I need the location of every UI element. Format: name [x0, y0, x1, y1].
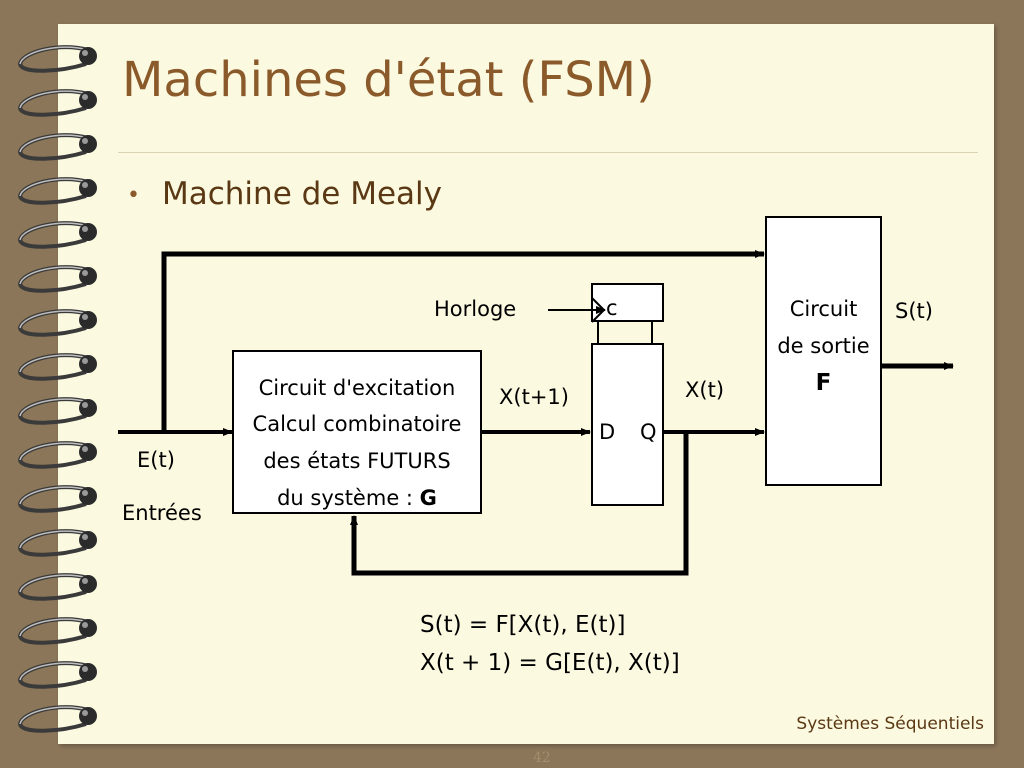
flipflop-clock-box [591, 283, 664, 322]
input-bypass-line [161, 250, 765, 432]
input-signal-label: E(t) [137, 448, 175, 472]
binding-ring [17, 485, 97, 513]
output-block [765, 216, 882, 486]
spiral-rings [17, 45, 97, 733]
excitation-line2: Calcul combinatoire [252, 412, 462, 436]
page-number: 42 [533, 750, 551, 766]
binding-ring [17, 529, 97, 557]
output-signal-label: S(t) [895, 299, 933, 323]
bullet-text: Machine de Mealy [162, 176, 442, 212]
binding-ring [17, 661, 97, 689]
next-state-equation: X(t + 1) = G[E(t), X(t)] [420, 650, 680, 676]
output-equation: S(t) = F[X(t), E(t)] [420, 612, 626, 638]
excitation-symbol: G [419, 486, 437, 510]
q-pin-label: Q [640, 420, 657, 444]
excitation-block [232, 350, 482, 514]
slide-title: Machines d'état (FSM) [122, 52, 655, 108]
excitation-line1: Circuit d'excitation [258, 376, 456, 400]
excitation-line4: du système : [277, 486, 420, 510]
excitation-line4-wrap: du système : G [233, 486, 481, 510]
excitation-line3: des états FUTURS [263, 449, 451, 473]
feedback-line [350, 432, 689, 576]
clock-label: Horloge [434, 297, 517, 321]
binding-ring [17, 705, 97, 733]
flipflop-block [591, 343, 664, 506]
bullet-marker: • [127, 183, 140, 208]
output-symbol: F [815, 370, 832, 396]
binding-ring [17, 89, 97, 117]
next-state-label: X(t+1) [499, 385, 569, 409]
output-line2: de sortie [777, 334, 870, 358]
clock-pin-label: c [606, 296, 618, 320]
binding-ring [17, 617, 97, 645]
title-divider [118, 152, 978, 153]
binding-ring [17, 353, 97, 381]
inputs-label: Entrées [122, 501, 202, 525]
d-pin-label: D [599, 420, 616, 444]
binding-ring [17, 221, 97, 249]
binding-ring [17, 265, 97, 293]
output-line1: Circuit [789, 297, 858, 321]
binding-ring [17, 133, 97, 161]
binding-ring [17, 45, 97, 73]
binding-ring [17, 397, 97, 425]
state-label: X(t) [685, 378, 725, 402]
binding-ring [17, 573, 97, 601]
binding-ring [17, 441, 97, 469]
binding-ring [17, 177, 97, 205]
slide-footer: Systèmes Séquentiels [796, 714, 984, 734]
binding-ring [17, 309, 97, 337]
